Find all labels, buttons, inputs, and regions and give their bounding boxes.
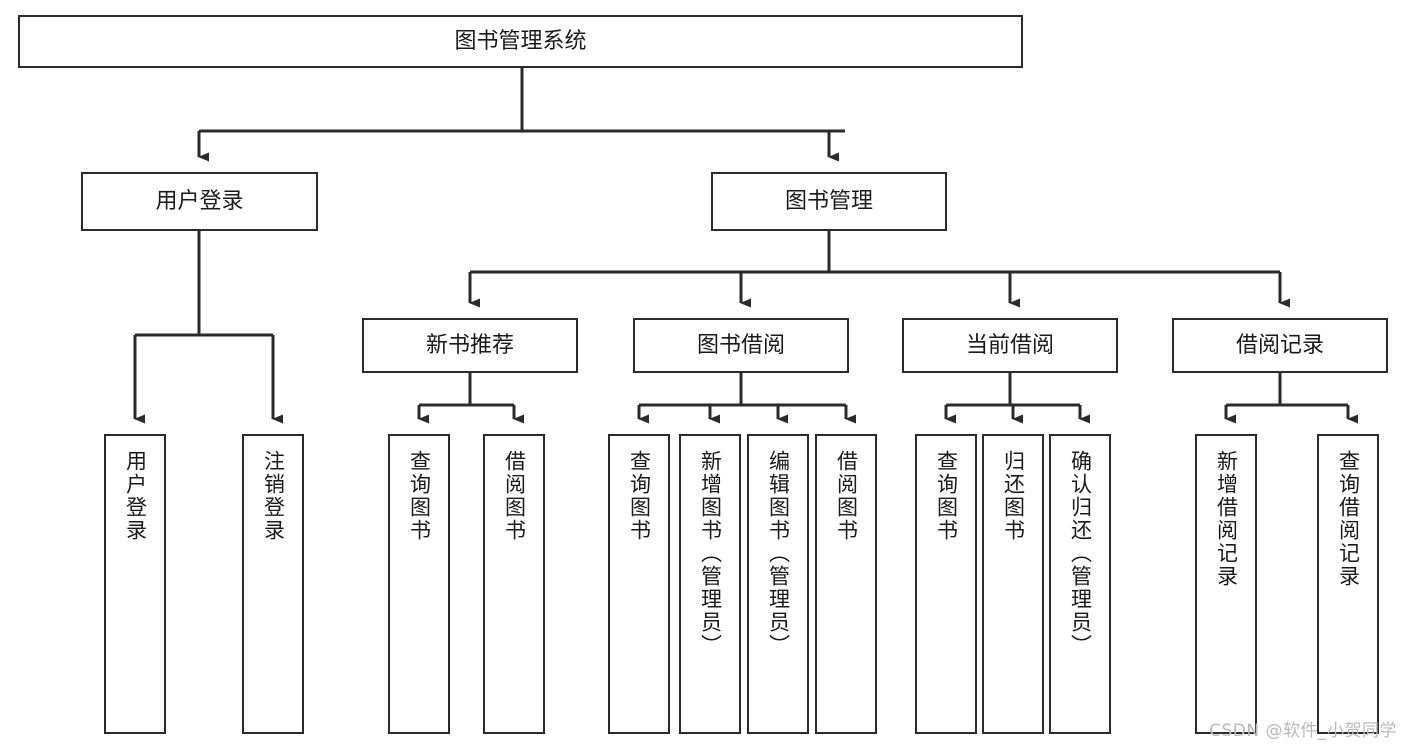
node-leaf-confirm-return[interactable]: 确认归还（管理员） [1049, 434, 1111, 734]
node-new-book-recommend-label: 新书推荐 [425, 332, 514, 358]
node-current-borrow-label: 当前借阅 [965, 332, 1054, 358]
node-user-login-label: 用户登录 [155, 188, 244, 214]
node-leaf-logout-label: 注销登录 [261, 450, 286, 542]
node-leaf-confirm-return-label: 确认归还（管理员） [1068, 450, 1093, 657]
node-leaf-edit-book[interactable]: 编辑图书（管理员） [747, 434, 809, 734]
node-leaf-query-book-borrow-label: 查询图书 [627, 450, 652, 542]
node-leaf-add-borrow-record[interactable]: 新增借阅记录 [1195, 434, 1257, 734]
node-book-management-label: 图书管理 [784, 188, 873, 214]
node-current-borrow[interactable]: 当前借阅 [902, 318, 1118, 373]
node-book-borrow[interactable]: 图书借阅 [633, 318, 849, 373]
watermark: CSDN @软件_小贺同学 [1209, 721, 1397, 741]
node-leaf-user-login-label: 用户登录 [123, 450, 148, 542]
node-leaf-return-book[interactable]: 归还图书 [982, 434, 1044, 734]
node-leaf-query-book-rec-label: 查询图书 [407, 450, 432, 542]
node-leaf-add-borrow-record-label: 新增借阅记录 [1214, 450, 1239, 588]
node-book-management[interactable]: 图书管理 [711, 172, 947, 231]
node-leaf-return-book-label: 归还图书 [1001, 450, 1026, 542]
node-leaf-borrow-book[interactable]: 借阅图书 [815, 434, 877, 734]
node-leaf-query-borrow-record[interactable]: 查询借阅记录 [1317, 434, 1379, 734]
node-book-borrow-label: 图书借阅 [696, 332, 785, 358]
node-root-label: 图书管理系统 [454, 28, 587, 54]
node-leaf-add-book[interactable]: 新增图书（管理员） [679, 434, 741, 734]
node-leaf-query-book-current-label: 查询图书 [934, 450, 959, 542]
node-leaf-logout[interactable]: 注销登录 [242, 434, 304, 734]
node-leaf-query-book-borrow[interactable]: 查询图书 [608, 434, 670, 734]
node-leaf-query-book-current[interactable]: 查询图书 [915, 434, 977, 734]
node-leaf-add-book-label: 新增图书（管理员） [698, 450, 723, 657]
node-leaf-edit-book-label: 编辑图书（管理员） [766, 450, 791, 657]
node-leaf-borrow-book-rec[interactable]: 借阅图书 [483, 434, 545, 734]
node-leaf-query-book-rec[interactable]: 查询图书 [388, 434, 450, 734]
node-leaf-borrow-book-rec-label: 借阅图书 [502, 450, 527, 542]
node-root[interactable]: 图书管理系统 [18, 15, 1023, 68]
node-new-book-recommend[interactable]: 新书推荐 [362, 318, 578, 373]
node-leaf-query-borrow-record-label: 查询借阅记录 [1336, 450, 1361, 588]
node-user-login[interactable]: 用户登录 [81, 172, 318, 231]
node-borrow-record[interactable]: 借阅记录 [1172, 318, 1388, 373]
node-borrow-record-label: 借阅记录 [1235, 332, 1324, 358]
node-leaf-borrow-book-label: 借阅图书 [834, 450, 859, 542]
node-leaf-user-login[interactable]: 用户登录 [104, 434, 166, 734]
